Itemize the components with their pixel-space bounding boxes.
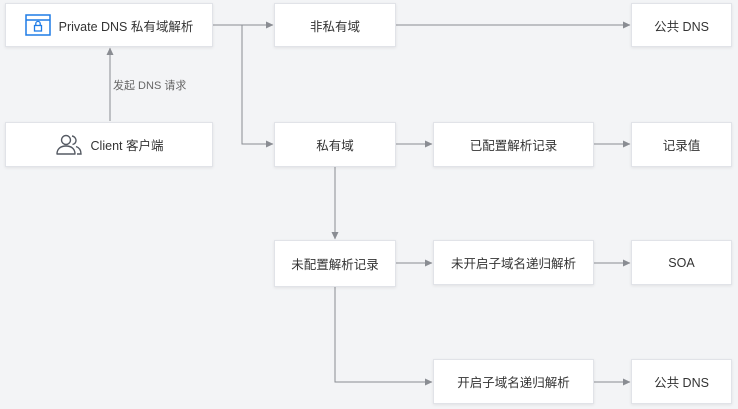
dns-window-icon [24, 14, 51, 36]
node-subdomain-recursion: 开启子域名递归解析 [433, 359, 594, 404]
node-non-private-domain: 非私有域 [274, 3, 396, 47]
edge-label-dns-request: 发起 DNS 请求 [113, 80, 187, 92]
edge-not-configured-to-recursive [334, 287, 433, 386]
node-private-dns: Private DNS 私有域解析 [5, 3, 213, 47]
node-label: 未开启子域名递归解析 [450, 257, 576, 271]
node-label: 未配置解析记录 [291, 258, 379, 272]
node-configured-record: 已配置解析记录 [433, 122, 594, 167]
node-label: 记录值 [662, 139, 701, 153]
node-label: 已配置解析记录 [469, 139, 558, 153]
node-label: Client 客户端 [90, 139, 164, 153]
node-label: Private DNS 私有域解析 [58, 19, 194, 34]
node-record-value: 记录值 [631, 122, 732, 167]
node-public-dns-bottom: 公共 DNS [631, 359, 732, 404]
node-private-domain: 私有域 [274, 122, 396, 167]
edge-branch-to-private-domain [241, 25, 274, 148]
node-label: SOA [668, 255, 695, 270]
node-not-configured-record: 未配置解析记录 [274, 240, 396, 287]
node-client: Client 客户端 [5, 122, 213, 167]
node-label: 私有域 [316, 139, 354, 153]
node-label: 公共 DNS [654, 376, 709, 390]
node-no-subdomain-recursion: 未开启子域名递归解析 [433, 240, 594, 285]
node-public-dns-top: 公共 DNS [631, 3, 732, 47]
node-label: 开启子域名递归解析 [457, 376, 570, 390]
users-icon [55, 133, 83, 157]
node-soa: SOA [631, 240, 732, 285]
node-label: 公共 DNS [654, 19, 709, 34]
node-label: 非私有域 [309, 19, 360, 34]
